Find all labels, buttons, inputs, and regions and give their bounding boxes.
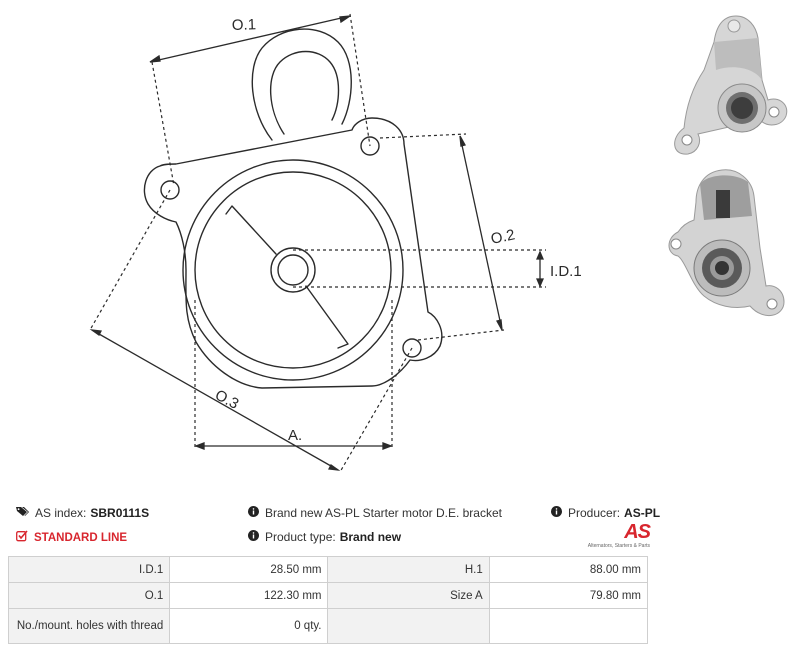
drawing-wedge [225, 205, 277, 255]
brand-logo: AS Alternators, Starters & Parts [586, 521, 651, 552]
producer-row: Producer: AS-PL [551, 506, 660, 520]
drawing-hole-bottom [402, 338, 422, 358]
product-photo-front [674, 15, 788, 155]
brand-logo-mark: AS [624, 521, 651, 543]
spec-value: 28.50 mm [169, 556, 329, 583]
table-row: O.1 122.30 mm Size A 79.80 mm [7, 582, 649, 609]
as-index-value: SBR0111S [90, 506, 150, 520]
drawing-flange-outline [143, 117, 443, 389]
drawing-hole-left [160, 180, 180, 200]
standard-line-label: STANDARD LINE [34, 531, 128, 544]
label-o3: O.3 [212, 387, 241, 413]
spec-value: 88.00 mm [488, 556, 649, 583]
spec-key: Size A [327, 582, 490, 609]
drawing-top-loop-inner [270, 50, 340, 135]
as-index-row: AS index: SBR0111S [16, 506, 149, 520]
label-o1: O.1 [232, 16, 257, 34]
spec-key: I.D.1 [7, 556, 171, 583]
spec-value: 0 qty. [169, 608, 329, 644]
specs-table: I.D.1 28.50 mm H.1 88.00 mm O.1 122.30 m… [7, 556, 649, 644]
label-a: A. [288, 427, 302, 444]
producer-value: AS-PL [624, 506, 661, 520]
spec-value: 79.80 mm [488, 582, 649, 609]
technical-drawing: O.1 O.2 I.D.1 O.3 A. [89, 13, 582, 473]
info-icon [551, 506, 562, 520]
drawing-top-loop [251, 28, 352, 141]
producer-label: Producer: [568, 506, 621, 520]
drawing-outer-ring [182, 159, 404, 381]
product-type-row: Product type: Brand new [248, 530, 401, 544]
brand-logo-tagline: Alternators, Starters & Parts [587, 543, 650, 549]
standard-line-row: STANDARD LINE [16, 530, 127, 545]
spec-value: 122.30 mm [169, 582, 329, 609]
spec-key [327, 608, 490, 644]
table-row: I.D.1 28.50 mm H.1 88.00 mm [7, 556, 649, 583]
spec-key: No./mount. holes with thread [7, 608, 171, 644]
label-o2: O.2 [489, 226, 516, 248]
drawing-bore-outer [270, 247, 316, 293]
drawing-inner-ring [194, 171, 392, 369]
info-icon [248, 506, 259, 520]
product-type-label: Product type: [265, 530, 336, 544]
spec-key: O.1 [7, 582, 171, 609]
product-photo-rear [668, 169, 785, 316]
label-id1: I.D.1 [550, 263, 582, 280]
product-description: Brand new AS-PL Starter motor D.E. brack… [265, 506, 502, 520]
description-row: Brand new AS-PL Starter motor D.E. brack… [248, 506, 502, 520]
spec-value [488, 608, 649, 644]
table-row: No./mount. holes with thread 0 qty. [7, 608, 649, 644]
spec-key: H.1 [327, 556, 490, 583]
drawing-bore-inner [277, 254, 309, 286]
as-index-label: AS index: [35, 506, 87, 520]
product-type-value: Brand new [339, 530, 402, 544]
checkbox-checked-icon [16, 530, 28, 545]
drawing-hole-top [360, 136, 380, 156]
tag-icon [16, 506, 29, 520]
info-icon [248, 530, 259, 544]
